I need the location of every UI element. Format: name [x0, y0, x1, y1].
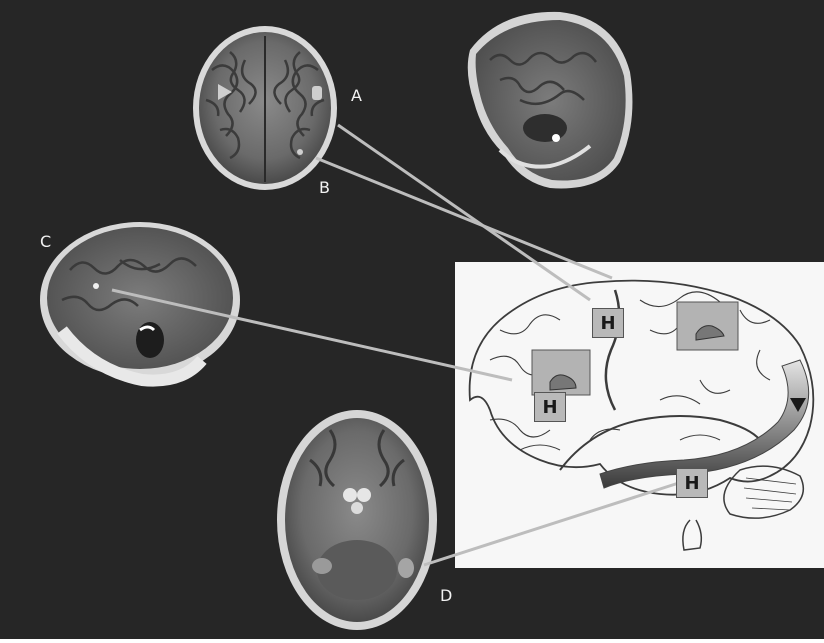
- h-box-left: H: [534, 392, 566, 422]
- h-box-bottom: H: [676, 468, 708, 498]
- label-c: C: [40, 232, 51, 251]
- label-b: B: [319, 178, 330, 197]
- h-box-top-label: H: [600, 313, 615, 334]
- mri-scan-axial-top: [193, 26, 337, 190]
- label-a: A: [351, 86, 362, 105]
- h-box-bottom-label: H: [684, 473, 699, 494]
- h-box-left-label: H: [542, 397, 557, 418]
- brain-illustration-panel: [455, 262, 824, 568]
- label-d: D: [440, 586, 452, 605]
- mri-scan-axial-bottom: [277, 410, 437, 630]
- h-box-top: H: [592, 308, 624, 338]
